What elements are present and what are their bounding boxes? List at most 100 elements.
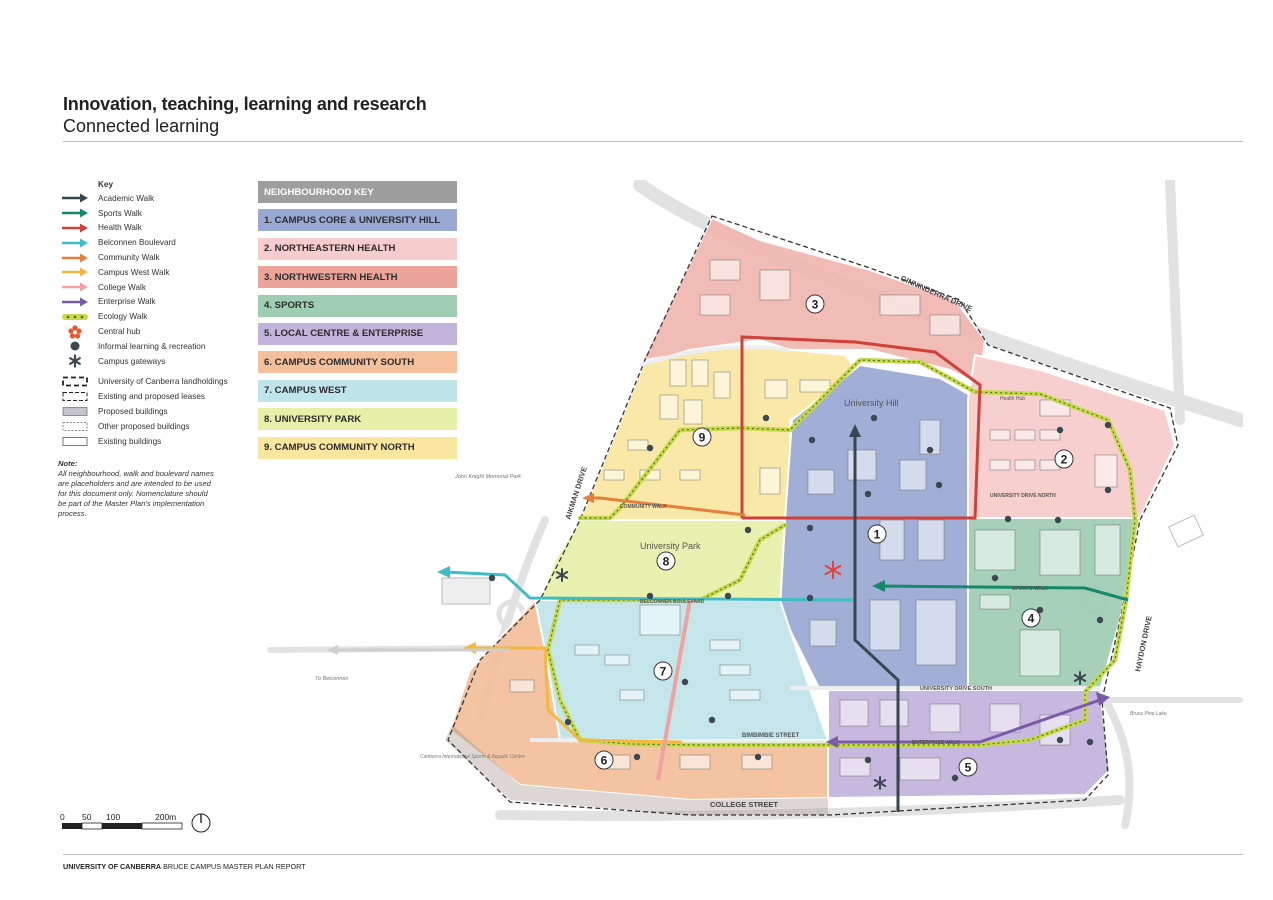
neighbourhood-key-item-8: 8. UNIVERSITY PARK — [258, 408, 457, 431]
page-title: Innovation, teaching, learning and resea… — [63, 94, 427, 114]
legend-label: Other proposed buildings — [98, 421, 190, 431]
scale-bar-graphic — [62, 822, 183, 830]
informal-learning-dots — [488, 414, 1112, 782]
header-divider — [63, 141, 1243, 142]
proposed-building-icon — [62, 407, 88, 416]
svg-text:6: 6 — [601, 754, 608, 768]
neighbourhood-marker-8: 8 — [656, 551, 676, 571]
campus-gateway-icons — [555, 568, 1087, 790]
landholdings-boundary — [447, 215, 1179, 816]
belconnen-boulevard-arrow — [437, 566, 450, 578]
legend-walk-0: Academic Walk — [58, 191, 248, 206]
neighbourhood-key-item-1: 1. CAMPUS CORE & UNIVERSITY HILL — [258, 209, 457, 232]
landholdings-boundary-icon — [62, 377, 88, 387]
legend-label: Proposed buildings — [98, 407, 168, 417]
academic-walk — [853, 430, 900, 812]
campus-map: GINNINDERRA DRIVE AIKMAN DRIVE HAYDON DR… — [267, 180, 1243, 829]
legend-ecology-walk: Ecology Walk — [58, 309, 248, 324]
enterprise-walk-arrow-west — [826, 736, 838, 748]
legend-other-proposed: Other proposed buildings — [58, 419, 248, 434]
legend-label: Health Walk — [98, 223, 142, 233]
legend-existing-buildings: Existing buildings — [58, 434, 248, 449]
north-arrow-icon — [191, 813, 211, 833]
community-walk-label: COMMUNITY WALK — [620, 504, 667, 510]
neighbourhood-marker-6: 6 — [594, 750, 614, 770]
footer-divider — [63, 854, 1243, 855]
svg-text:5: 5 — [965, 761, 972, 775]
walk-arrow-icon — [62, 267, 88, 277]
legend-label: Existing buildings — [98, 436, 162, 446]
legend-label: University of Canberra landholdings — [98, 377, 228, 387]
sports-walk-label: SPORTS WALK — [1012, 586, 1049, 592]
dot-icon — [70, 341, 80, 351]
scale-tick-100: 100 — [106, 812, 121, 822]
legend-label: Existing and proposed leases — [98, 392, 205, 402]
john-knight-park-label: John Knight Memorial Park — [454, 474, 521, 480]
leases-boundary-icon — [62, 392, 88, 402]
haydon-drive-label: HAYDON DRIVE — [1133, 615, 1154, 672]
walk-arrow-icon — [62, 238, 88, 248]
offsite-building-west — [441, 577, 491, 605]
walk-arrow-icon — [62, 193, 88, 203]
neighbourhood-key: NEIGHBOURHOOD KEY 1. CAMPUS CORE & UNIVE… — [258, 181, 457, 465]
note-text: All neighbourhood, walk and boulevard na… — [58, 468, 214, 518]
university-drive-north-label: UNIVERSITY DRIVE NORTH — [990, 493, 1056, 499]
campus-west-walk-arrow — [463, 642, 476, 654]
neighbourhood-marker-5: 5 — [958, 757, 978, 777]
scale-tick-50: 50 — [82, 812, 92, 822]
neighbourhood-key-item-4: 4. SPORTS — [258, 294, 457, 317]
campus-west-walk — [472, 646, 683, 744]
neighbourhood-marker-4: 4 — [1021, 608, 1041, 628]
ecology-walk-icon — [62, 313, 88, 320]
asterisk-icon — [69, 354, 81, 368]
legend-walk-3: Belconnen Boulevard — [58, 235, 248, 250]
neighbourhood-key-title: NEIGHBOURHOOD KEY — [258, 181, 457, 203]
walk-arrow-icon — [62, 223, 88, 233]
walk-arrow-icon — [62, 297, 88, 307]
svg-text:1: 1 — [874, 528, 881, 542]
svg-text:2: 2 — [1061, 453, 1068, 467]
legend-label: Sports Walk — [98, 208, 142, 218]
footer-report: BRUCE CAMPUS MASTER PLAN REPORT — [161, 862, 306, 871]
legend-label: College Walk — [98, 282, 146, 292]
belconnen-boulevard-label: BELCONNEN BOULEVARD — [640, 599, 705, 605]
neighbourhood-key-item-9: 9. CAMPUS COMMUNITY NORTH — [258, 436, 457, 459]
svg-text:7: 7 — [660, 665, 667, 679]
college-street-label: COLLEGE STREET — [710, 800, 778, 809]
hatch-fringe — [445, 725, 828, 815]
enterprise-walk-arrow — [1096, 692, 1110, 706]
legend-leases: Existing and proposed leases — [58, 389, 248, 404]
to-belconnen-label: To Belconnen — [315, 676, 348, 682]
neighbourhood-marker-9: 9 — [692, 427, 712, 447]
footer-org: UNIVERSITY OF CANBERRA — [63, 862, 162, 871]
neighbourhood-key-item-5: 5. LOCAL CENTRE & ENTERPRISE — [258, 322, 457, 345]
to-belconnen-arrow — [327, 645, 338, 655]
university-park-label: University Park — [640, 541, 701, 551]
ecology-walk-dots — [547, 359, 1136, 746]
existing-building-icon — [62, 436, 88, 446]
offsite-building — [1167, 514, 1205, 548]
legend-campus-gateways: Campus gateways — [58, 354, 248, 369]
legend-walk-1: Sports Walk — [58, 206, 248, 221]
neighbourhood-key-item-6: 6. CAMPUS COMMUNITY SOUTH — [258, 351, 457, 374]
legend-walk-2: Health Walk — [58, 221, 248, 236]
college-walk — [656, 599, 692, 781]
bimbimbie-street-label: BIMBIMBIE STREET — [742, 733, 800, 739]
svg-text:4: 4 — [1028, 612, 1035, 626]
neighbourhood-key-item-2: 2. NORTHEASTERN HEALTH — [258, 237, 457, 260]
walk-arrow-icon — [62, 282, 88, 292]
note-title: Note: — [58, 458, 78, 468]
buildings — [509, 259, 1121, 781]
legend-proposed-buildings: Proposed buildings — [58, 404, 248, 419]
legend-central-hub: Central hub — [58, 324, 248, 339]
scale-tick-0: 0 — [60, 812, 65, 822]
legend-informal-learning: Informal learning & recreation — [58, 339, 248, 354]
neighbourhood-marker-7: 7 — [653, 661, 673, 681]
legend-walk-6: College Walk — [58, 280, 248, 295]
sports-walk — [881, 584, 1129, 602]
legend-note: Note: All neighbourhood, walk and boulev… — [58, 459, 218, 519]
page-footer: UNIVERSITY OF CANBERRA BRUCE CAMPUS MAST… — [63, 862, 306, 871]
walk-arrow-icon — [62, 208, 88, 218]
neighbourhood-key-item-7: 7. CAMPUS WEST — [258, 379, 457, 402]
